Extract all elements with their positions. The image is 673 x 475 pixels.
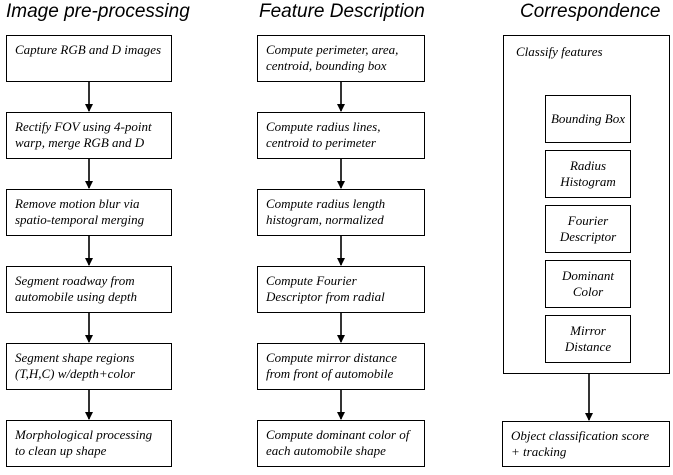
feature-dominant-color: Dominant Color bbox=[545, 260, 631, 308]
classify-features-label: Classify features bbox=[516, 44, 603, 59]
step-fourier: Compute Fourier Descriptor from radial bbox=[257, 266, 425, 313]
feature-mirror-distance: Mirror Distance bbox=[545, 315, 631, 363]
feature-bounding-box: Bounding Box bbox=[545, 95, 631, 143]
column-title-description: Feature Description bbox=[259, 1, 425, 22]
step-perimeter: Compute perimeter, area, centroid, bound… bbox=[257, 35, 425, 82]
step-dominant-color: Compute dominant color of each automobil… bbox=[257, 420, 425, 467]
step-motion-blur: Remove motion blur via spatio-temporal m… bbox=[6, 189, 172, 236]
result-classification-tracking: Object classification score + tracking bbox=[502, 421, 670, 467]
step-morphological: Morphological processing to clean up sha… bbox=[6, 420, 172, 467]
column-title-preprocessing: Image pre-processing bbox=[6, 1, 190, 22]
step-segment-shape: Segment shape regions (T,H,C) w/depth+co… bbox=[6, 343, 172, 390]
step-radius-lines: Compute radius lines, centroid to perime… bbox=[257, 112, 425, 159]
feature-fourier-descriptor: Fourier Descriptor bbox=[545, 205, 631, 253]
step-capture: Capture RGB and D images bbox=[6, 35, 172, 82]
feature-radius-histogram: Radius Histogram bbox=[545, 150, 631, 198]
step-rectify: Rectify FOV using 4-point warp, merge RG… bbox=[6, 112, 172, 159]
step-segment-roadway: Segment roadway from automobile using de… bbox=[6, 266, 172, 313]
step-radius-histogram: Compute radius length histogram, normali… bbox=[257, 189, 425, 236]
column-title-correspondence: Correspondence bbox=[520, 1, 661, 22]
step-mirror-distance: Compute mirror distance from front of au… bbox=[257, 343, 425, 390]
